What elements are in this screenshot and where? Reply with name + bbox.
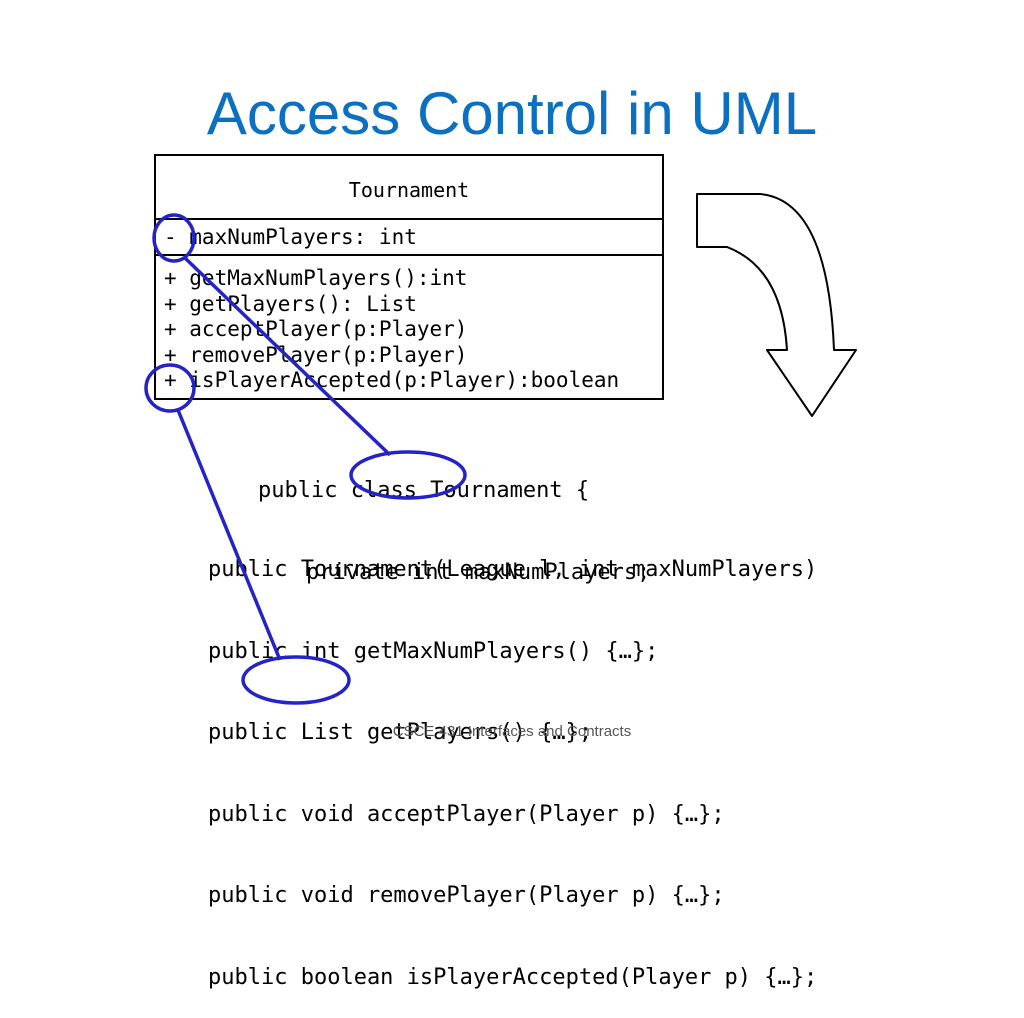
public-keyword-circle — [241, 655, 351, 705]
code-field-declaration: private int maxNumPlayers; — [306, 559, 651, 585]
code-method-line: public List getPlayers() {…}; — [208, 720, 593, 745]
uml-class-box: Tournament - maxNumPlayers: int + getMax… — [154, 154, 664, 400]
public-connector-line — [176, 409, 282, 661]
curved-down-arrow-icon — [696, 193, 857, 417]
code-method-line: public int getMaxNumPlayers() {…}; — [208, 638, 659, 664]
uml-operations-compartment: + getMaxNumPlayers():int + getPlayers():… — [156, 256, 662, 400]
code-method-line: public void acceptPlayer(Player p) {…}; — [208, 801, 725, 827]
private-modifier-circle — [152, 213, 196, 263]
uml-operation: + getPlayers(): List — [164, 291, 417, 316]
private-connector-line — [183, 256, 392, 457]
code-method-line: public boolean isPlayerAccepted(Player p… — [208, 964, 818, 990]
code-method-line: public Tournament(League l, int maxNumPl… — [208, 557, 818, 582]
code-method-line: public void removePlayer(Player p) {…}; — [208, 883, 725, 908]
uml-operation: + isPlayerAccepted(p:Player):boolean — [164, 368, 620, 392]
uml-attributes-compartment: - maxNumPlayers: int — [156, 220, 662, 256]
public-modifier-circle — [144, 363, 196, 413]
private-keyword-circle — [349, 450, 467, 500]
code-class-declaration: public class Tournament { — [258, 478, 590, 503]
uml-attribute: - maxNumPlayers: int — [164, 225, 417, 249]
uml-operation: + getMaxNumPlayers():int — [164, 266, 468, 290]
uml-class-name: Tournament — [156, 156, 662, 220]
uml-operation: + acceptPlayer(p:Player) — [164, 317, 468, 341]
code-class-block: public class Tournament { private int ma… — [258, 425, 650, 613]
annotation-overlay — [144, 193, 857, 705]
slide-title: Access Control in UML — [206, 80, 818, 147]
slide-footer: CSCE 431 Interfaces and Contracts — [392, 723, 632, 740]
uml-operation: + removePlayer(p:Player) — [164, 342, 468, 367]
